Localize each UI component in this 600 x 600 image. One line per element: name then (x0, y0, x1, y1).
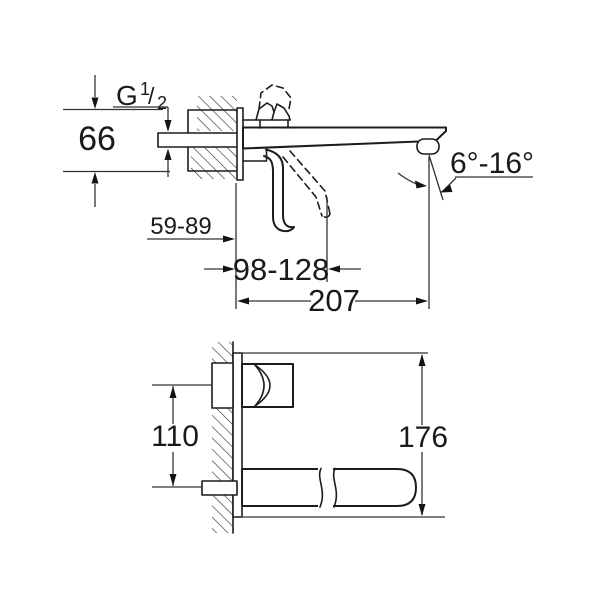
thread-label-g: G (116, 80, 138, 111)
inlet-pipe (157, 132, 241, 148)
dim-59-89: 59-89 (147, 213, 235, 243)
dim-207: 207 (237, 283, 428, 318)
thread-label-den: 2 (157, 93, 167, 113)
spout-front (241, 466, 417, 510)
aerator (416, 138, 440, 155)
nut-dashed-outline (258, 84, 292, 110)
angle-slant-line (428, 154, 444, 201)
dim-66-label: 66 (78, 120, 116, 158)
upper-view (157, 84, 447, 233)
dim-176: 176 (238, 352, 448, 518)
lower-view-dimensions: 110 176 (151, 352, 448, 518)
break-line-right (332, 467, 338, 508)
dim-angle-label: 6°-16° (450, 147, 534, 180)
spout-nipple (201, 480, 238, 496)
handle-lever-arc (254, 364, 271, 407)
dim-110: 110 (151, 384, 212, 488)
lever-handle-open-dashed (282, 150, 331, 218)
dim-176-label: 176 (398, 421, 448, 454)
lower-view (201, 341, 417, 534)
dim-110-label: 110 (151, 420, 199, 453)
break-line-left (318, 467, 324, 508)
wall-hatch-upper (197, 96, 237, 131)
lever-handle (263, 148, 295, 233)
wall-plate-front (232, 352, 243, 518)
dim-angle: 6°-16° (397, 147, 534, 201)
thread-label-slash: / (148, 83, 155, 109)
thread-callout: G 1 / 2 (113, 79, 172, 177)
dim-207-label: 207 (308, 283, 360, 318)
mounting-nut (242, 84, 292, 129)
handle-square (241, 363, 294, 408)
upper-view-dimensions: G 1 / 2 66 59-89 98-128 (63, 75, 534, 318)
spout-side (242, 126, 447, 155)
handle-concealed-box (211, 362, 234, 409)
cartridge-housing (242, 149, 268, 162)
dim-98-128: 98-128 (204, 252, 361, 287)
dim-98-128-label: 98-128 (233, 252, 330, 287)
dim-59-89-label: 59-89 (150, 213, 211, 240)
wall-hatch-lower (191, 147, 237, 179)
dim-66: 66 (63, 75, 170, 207)
thread-label-num: 1 (140, 79, 150, 99)
